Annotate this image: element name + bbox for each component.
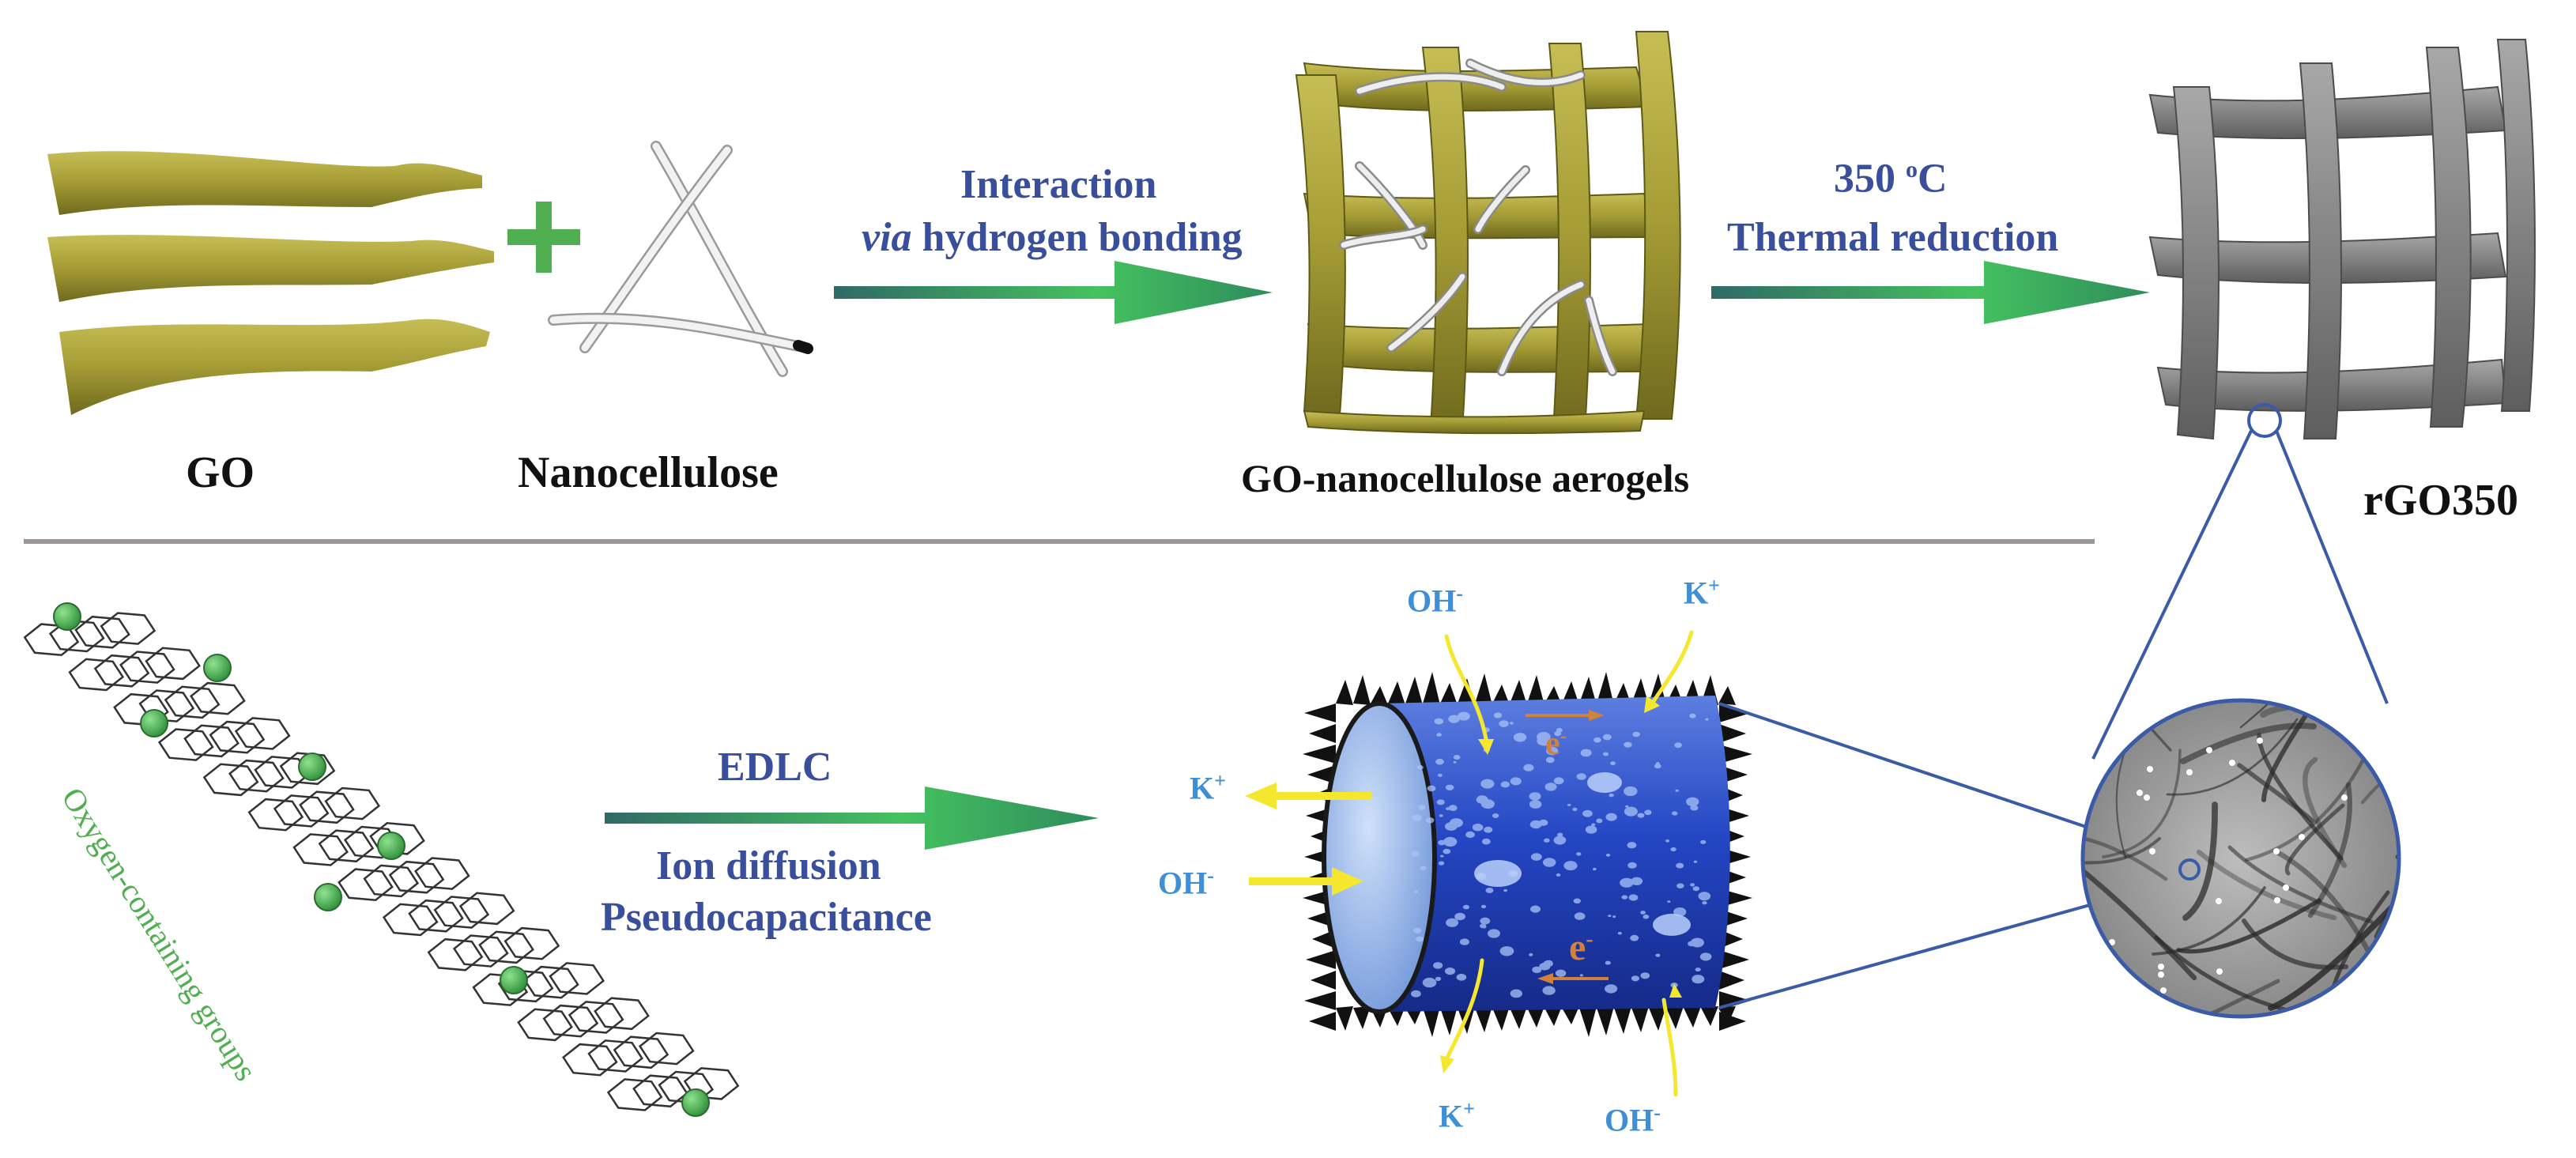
arrow-edlc — [605, 786, 1099, 850]
ion-oh-left: OH- — [1158, 864, 1214, 901]
arrow3-pseudocapacitance: Pseudocapacitance — [601, 895, 932, 940]
go-sheet-2 — [47, 235, 494, 302]
oxygen-groups — [53, 602, 710, 1117]
ion-oh-top: OH- — [1407, 582, 1463, 619]
arrow1-line2: via hydrogen bonding — [862, 215, 1243, 260]
arrow3-edlc: EDLC — [718, 745, 832, 790]
ion-k-bottom: K+ — [1439, 1097, 1475, 1134]
electron-bottom: e- — [1569, 926, 1593, 968]
ion-arrows — [1444, 630, 1694, 1097]
go-sheet-1 — [47, 151, 482, 215]
go-sheets — [47, 151, 494, 415]
electron-top: e- — [1545, 724, 1567, 762]
arrow1-line1: Interaction — [960, 162, 1157, 207]
arrow3-ion-diffusion: Ion diffusion — [656, 843, 881, 888]
nanocellulose-fibers — [548, 141, 813, 377]
arrow-interaction — [834, 261, 1273, 324]
aerogel-label: GO-nanocellulose aerogels — [1241, 456, 1690, 500]
sem-micrograph — [2080, 698, 2401, 1019]
ion-oh-bottom: OH- — [1605, 1101, 1661, 1138]
go-sheet-3 — [59, 319, 490, 415]
arrow-thermal-reduction — [1711, 261, 2150, 324]
nanocellulose-label: Nanocellulose — [518, 448, 779, 497]
arrow2-temperature: 350 oC — [1834, 156, 1948, 202]
rgo350-label: rGO350 — [2363, 476, 2518, 525]
ion-k-left: K+ — [1190, 769, 1226, 806]
ion-k-top: K+ — [1684, 574, 1720, 611]
arrow2-line2: Thermal reduction — [1727, 215, 2059, 260]
graphene-sheet — [23, 612, 740, 1111]
zoom-marker — [2247, 403, 2282, 438]
aerogel-fibers — [1339, 58, 1617, 376]
plus-icon — [507, 202, 580, 273]
electrode-cylinder — [1303, 672, 1752, 1037]
go-nanocellulose-aerogel — [1295, 31, 1681, 435]
go-label: GO — [186, 448, 255, 497]
ion-arrowheads — [1440, 696, 1682, 1073]
electron-flow-arrows — [1526, 710, 1609, 984]
cap-ion-arrows — [1245, 783, 1371, 896]
rgo350-structure — [2148, 39, 2536, 440]
